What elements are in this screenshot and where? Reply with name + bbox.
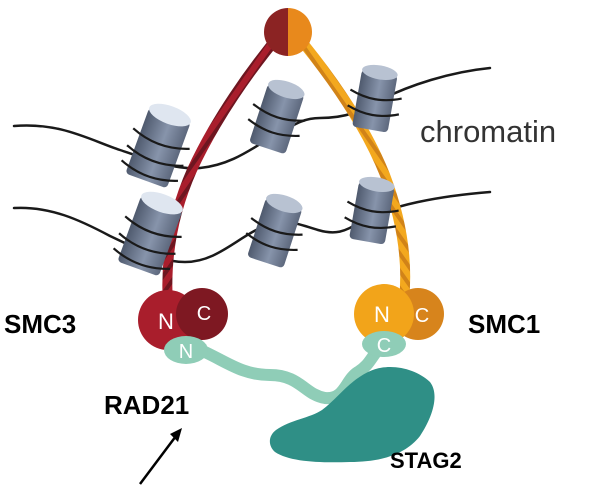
rad21-c-label: C xyxy=(377,335,391,357)
smc3-n-label: N xyxy=(158,309,174,334)
smc1-coiled-coil xyxy=(289,27,411,305)
stag2-subunit xyxy=(269,367,435,463)
arrow-icon xyxy=(139,428,182,485)
smc1-n-label: N xyxy=(374,302,390,327)
smc3-label: SMC3 xyxy=(4,309,76,339)
stag2-label: STAG2 xyxy=(390,448,462,473)
smc1-c-label: C xyxy=(415,305,429,327)
smc3-c-label: C xyxy=(197,303,211,325)
smc3-head: N C xyxy=(138,288,228,350)
nucleosome-1 xyxy=(120,103,191,188)
chromatin-dna xyxy=(12,66,492,264)
chromatin-label: chromatin xyxy=(420,114,556,149)
nucleosomes xyxy=(112,64,402,276)
nucleosome-6 xyxy=(344,176,399,245)
smc1-head: N C xyxy=(354,284,444,344)
nucleosome-3 xyxy=(347,64,402,133)
rad21-n-domain: N xyxy=(164,336,208,364)
nucleosome-5 xyxy=(245,193,303,268)
hinge-domain xyxy=(264,8,312,56)
nucleosome-2 xyxy=(247,79,305,154)
rad21-n-label: N xyxy=(179,341,193,363)
rad21-label: RAD21 xyxy=(104,390,189,420)
dna-strand-upper xyxy=(12,66,492,170)
rad21-c-domain: C xyxy=(362,331,406,357)
rad21-linker xyxy=(190,342,386,405)
smc3-coiled-coil xyxy=(162,27,287,310)
smc1-label: SMC1 xyxy=(468,309,540,339)
nucleosome-4 xyxy=(112,191,183,276)
